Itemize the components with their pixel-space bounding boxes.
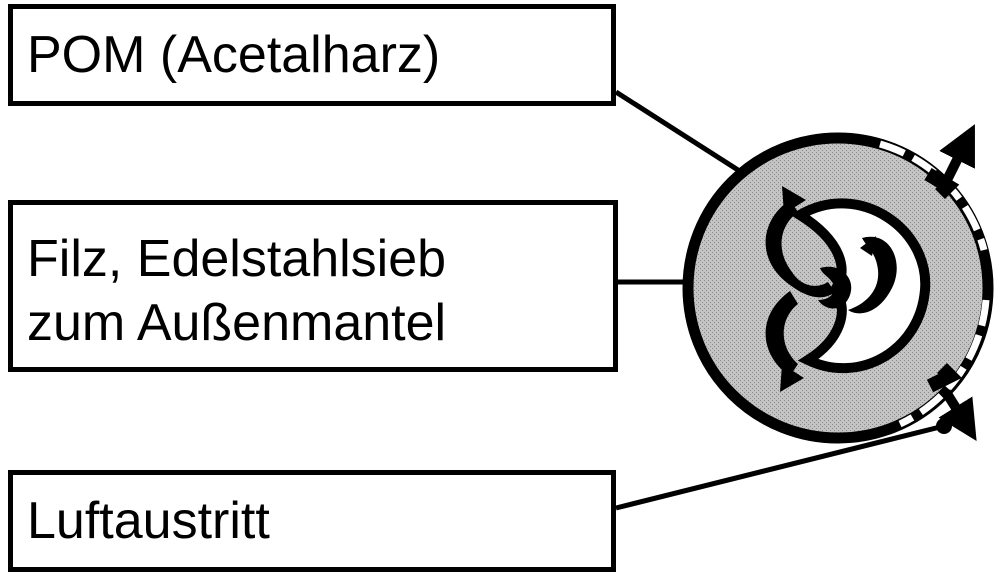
flow-arrows xyxy=(765,186,897,392)
label-filz-line1: Filz, Edelstahlsieb xyxy=(27,230,447,288)
label-luft: Luftaustritt xyxy=(8,470,616,572)
leader-line-luft xyxy=(615,423,945,511)
air-outlet-arrows xyxy=(924,124,977,441)
label-filz: Filz, Edelstahlsieb zum Außenmantel xyxy=(8,200,618,372)
label-pom: POM (Acetalharz) xyxy=(8,4,616,106)
label-pom-text: POM (Acetalharz) xyxy=(27,26,441,84)
label-filz-line2: zum Außenmantel xyxy=(27,294,447,352)
leader-line-pom xyxy=(614,89,740,173)
leader-dot-luft xyxy=(936,418,952,434)
label-luft-text: Luftaustritt xyxy=(27,492,270,550)
